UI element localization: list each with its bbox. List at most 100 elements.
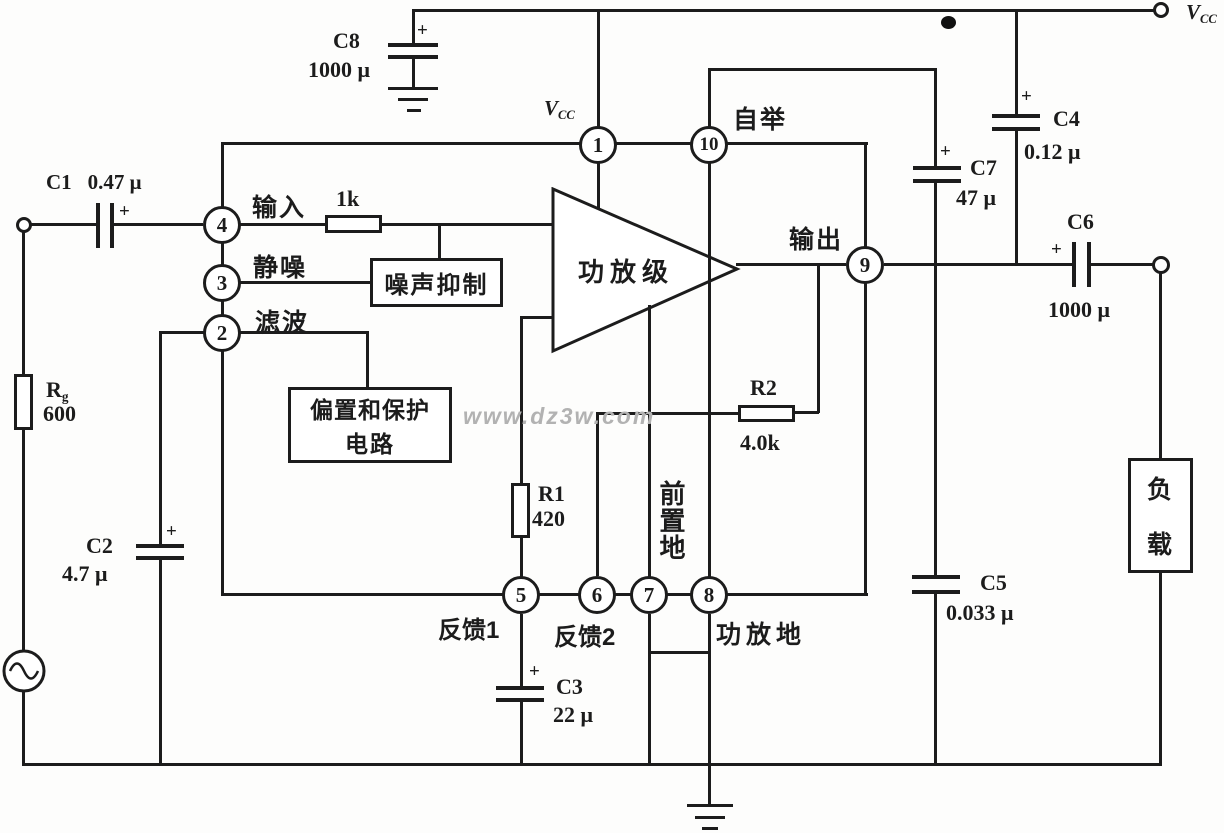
capacitor-plate [992,114,1040,118]
c6-name: C6 [1067,209,1094,234]
pin-7-number: 7 [643,582,655,607]
wire-segment [708,68,711,130]
watermark: www.dz3w.com [463,403,656,429]
wire-segment [240,331,369,334]
pin-6: 6 [578,576,616,614]
wire-segment [22,232,25,375]
wire-segment [30,223,98,226]
c7-name: C7 [970,155,997,180]
c2-value: 4.7 μ [62,561,108,586]
pin-8-number: 8 [703,582,715,607]
wire-segment [412,58,415,89]
wire-segment [1159,273,1162,459]
output-terminal [1152,256,1170,274]
pin-2-number: 2 [216,320,228,345]
vcc-label-pin1: VCC [544,96,575,123]
c7-value: 47 μ [956,185,996,210]
load-label-char1: 负 [1146,476,1174,505]
r2-name: R2 [750,375,777,400]
resistor-r2-body [738,405,795,422]
capacitor-plate [912,590,960,594]
pin-1: 1 [579,126,617,164]
bias-protection-label-line1: 偏置和保护 [310,397,430,423]
wire-segment [22,429,25,651]
pin-5: 5 [502,576,540,614]
ground-icon [388,87,438,90]
capacitor-plate [136,556,184,560]
pin-3: 3 [203,264,241,302]
wire-segment [159,559,162,766]
wire-segment [438,224,441,259]
c3-polarity-plus: + [529,661,540,682]
junction-dot [941,16,956,29]
wire-segment [240,223,326,226]
c2-name: C2 [86,533,113,558]
resistor-1k-body [325,215,382,233]
r1-value: 420 [532,506,565,531]
ic-outline [221,593,868,596]
wire-segment [366,331,369,388]
pin-10-number: 10 [699,134,719,155]
c5-value: 0.033 μ [946,600,1014,625]
wire-segment [648,651,711,654]
wire-segment [114,223,203,226]
wire-segment [648,305,651,595]
wire-segment [648,614,651,765]
pin10-function-label: 自举 [733,106,788,134]
vcc-label-supply: VCC [1186,0,1217,27]
wire-segment [240,281,371,284]
wire-segment [159,331,162,546]
c8-name: C8 [333,28,360,53]
ground-icon [687,804,733,807]
wire-segment [596,412,740,415]
c6-polarity-plus: + [1051,239,1062,260]
wire-segment [520,537,523,595]
vcc-sub: CC [558,107,575,122]
rg-main: R [46,377,62,402]
wire-segment [520,614,523,688]
vcc-main: V [1186,0,1201,24]
wire-segment [596,412,599,576]
pin-6-number: 6 [591,582,603,607]
c3-value: 22 μ [553,702,593,727]
wire-segment [1159,572,1162,765]
c1-polarity-plus: + [119,201,130,222]
resistor-r1-body [511,483,530,538]
bias-protection-label-line2: 电路 [345,431,395,457]
wire-segment [22,691,25,766]
vcc-sub: CC [1200,11,1217,26]
capacitor-plate [110,203,114,248]
wire-segment [884,263,1074,266]
c8-polarity-plus: + [417,20,428,41]
wire-segment [520,316,523,484]
rg-sub: g [61,388,69,404]
wire-segment [159,331,222,334]
pin-1-number: 1 [592,132,604,157]
c2-polarity-plus: + [166,521,177,542]
capacitor-plate [1072,242,1076,287]
pin-10: 10 [690,126,728,164]
r1-name: R1 [538,481,565,506]
capacitor-plate [96,203,100,248]
c4-polarity-plus: + [1021,86,1032,107]
c3-name: C3 [556,674,583,699]
c1-value: 0.47 μ [87,170,142,194]
load-block: 负 载 [1128,458,1193,573]
r2-value: 4.0k [740,430,780,455]
capacitor-plate [388,55,438,59]
wire-segment [22,763,1162,766]
pin-4-number: 4 [216,212,228,237]
pin2-function-label: 滤波 [255,309,310,337]
pin5-function-label: 反馈1 [438,617,500,644]
c4-name: C4 [1053,106,1080,131]
bias-protection-block: 偏置和保护 电路 [288,387,452,463]
ic-outline [864,142,867,596]
capacitor-plate [1087,242,1091,287]
wire-segment [817,263,820,413]
pin3-function-label: 静噪 [253,254,308,282]
input-terminal [16,217,32,233]
capacitor-plate [912,575,960,579]
ic-outline [221,142,224,596]
pin7-function-label: 前置地 [656,480,686,561]
